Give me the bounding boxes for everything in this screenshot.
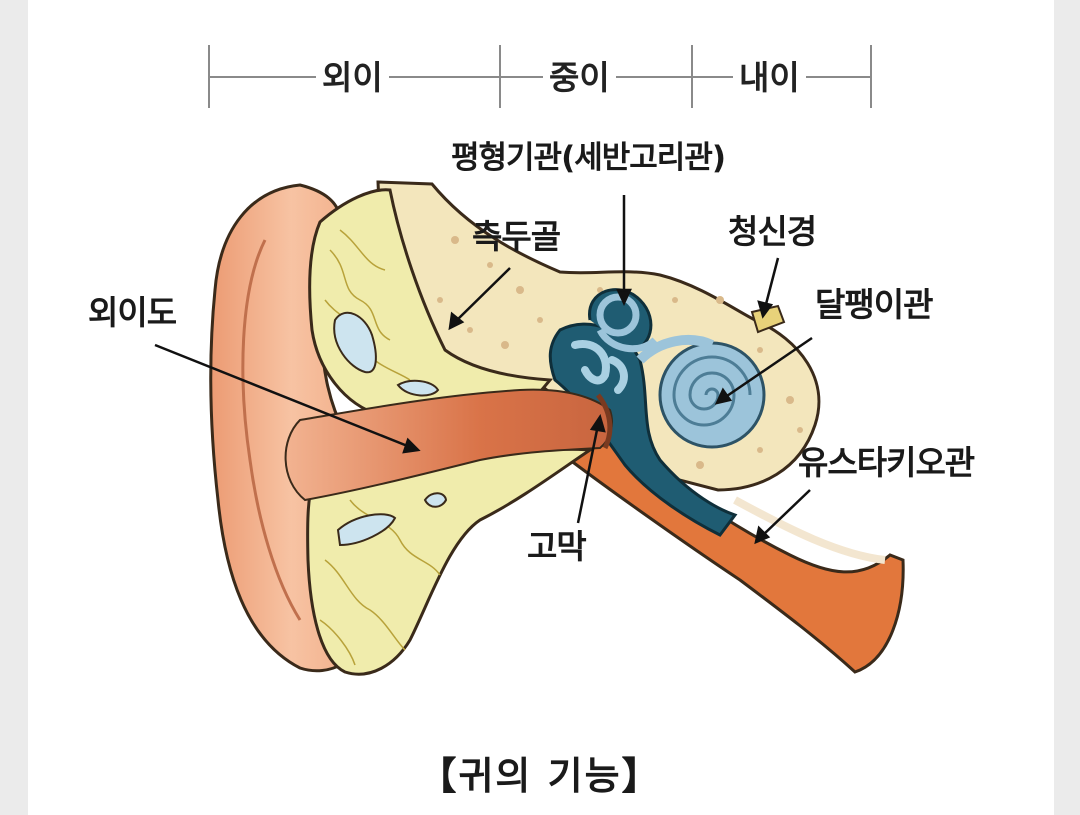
label-temporal-bone: 측두골 — [472, 220, 560, 253]
region-label-middle-ear: 중이 — [543, 61, 616, 94]
label-auditory-nerve: 청신경 — [728, 215, 816, 248]
region-label-outer-ear: 외이 — [316, 61, 389, 94]
label-eardrum: 고막 — [527, 530, 586, 563]
label-cochlea: 달팽이관 — [815, 288, 932, 321]
region-label-inner-ear: 내이 — [733, 61, 806, 94]
label-eustachian-tube: 유스타키오관 — [798, 446, 974, 479]
figure-caption: 【귀의 기능】 — [0, 745, 1080, 800]
cartilage-hole-4 — [425, 493, 446, 507]
label-ear-canal: 외이도 — [88, 296, 176, 329]
label-semicircular-canals: 평형기관(세반고리관) — [451, 143, 725, 174]
